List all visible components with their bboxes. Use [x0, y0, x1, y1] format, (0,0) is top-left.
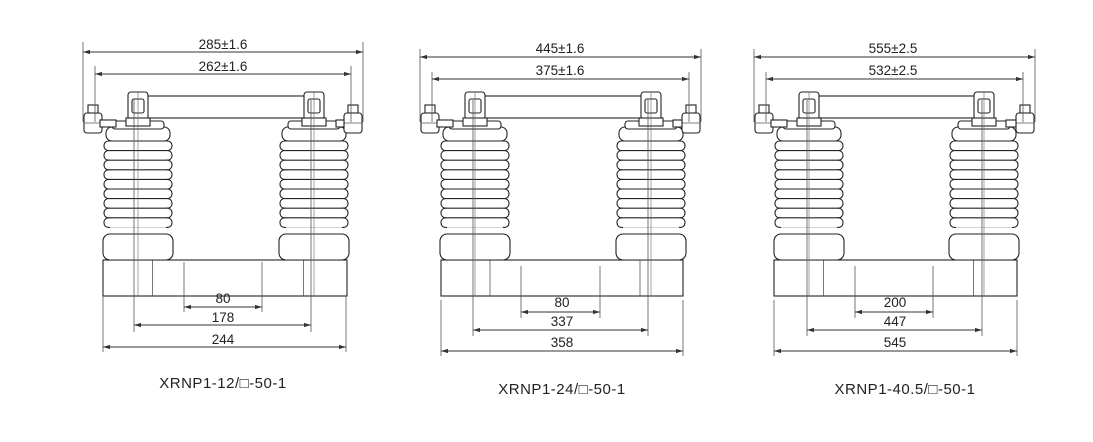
terminal-arm	[436, 119, 454, 128]
fuse-tube	[145, 95, 307, 119]
terminal-arm	[770, 119, 788, 128]
fuse-assembly	[754, 91, 1035, 297]
terminal-nut	[758, 104, 770, 114]
terminal-arm	[1005, 119, 1017, 128]
terminal-nut	[1019, 104, 1031, 114]
base-length-label: 244	[212, 332, 235, 347]
base-length-label: 358	[551, 335, 574, 350]
fuse-assembly	[83, 91, 363, 297]
dimension-tube: 375±1.6	[431, 63, 690, 122]
dimension-inner: 200	[854, 266, 934, 318]
dimension-overall: 555±2.5	[753, 41, 1036, 122]
terminal-nut	[424, 104, 436, 114]
dimension-center: 178	[133, 100, 312, 332]
center-spacing-label: 447	[884, 314, 907, 329]
inner-spacing-label: 200	[884, 295, 907, 310]
dimension-overall: 445±1.6	[419, 41, 702, 122]
center-spacing-label: 178	[212, 310, 235, 325]
model-caption: XRNP1-40.5/□-50-1	[835, 381, 976, 398]
dimension-center: 447	[806, 100, 983, 336]
inner-spacing-label: 80	[554, 295, 569, 310]
overall-length-label: 445±1.6	[536, 41, 585, 56]
terminal-nut	[685, 104, 697, 114]
dimension-center: 337	[472, 100, 649, 336]
terminal-arm	[99, 119, 117, 128]
overall-length-label: 285±1.6	[199, 37, 248, 52]
dimension-base: 545	[773, 300, 1018, 356]
terminal-nut	[347, 104, 359, 114]
center-spacing-label: 337	[551, 314, 574, 329]
dimension-base: 244	[102, 296, 347, 352]
tube-length-label: 375±1.6	[536, 63, 585, 78]
fuse-assembly	[420, 91, 701, 297]
dimension-overall: 285±1.6	[82, 37, 364, 122]
base-plate	[773, 259, 1018, 297]
terminal-nut	[87, 104, 99, 114]
tube-length-label: 262±1.6	[199, 59, 248, 74]
drawing-xrnp1-24: 445±1.6 375±1.6 80 337 358 XRNP1-24/□-50…	[419, 41, 702, 398]
drawing-xrnp1-12: 285±1.6 262±1.6 80 178 244 XRNP1-12/□-50…	[82, 37, 364, 392]
dimension-base: 358	[440, 300, 684, 356]
terminal-arm	[335, 119, 345, 128]
dimension-inner: 80	[183, 262, 263, 312]
model-caption: XRNP1-12/□-50-1	[159, 375, 286, 392]
dimension-tube: 532±2.5	[765, 63, 1024, 122]
drawing-xrnp1-40-5: 555±2.5 532±2.5 200 447 545 XRNP1-40.5/□…	[753, 41, 1036, 398]
terminal-arm	[672, 119, 683, 128]
base-plate	[102, 259, 348, 297]
fuse-tube	[482, 95, 644, 119]
base-plate	[440, 259, 684, 297]
base-length-label: 545	[884, 335, 907, 350]
tube-length-label: 532±2.5	[869, 63, 918, 78]
overall-length-label: 555±2.5	[869, 41, 918, 56]
model-caption: XRNP1-24/□-50-1	[498, 381, 625, 398]
fuse-tube	[816, 95, 977, 119]
dimension-inner: 80	[520, 266, 601, 318]
inner-spacing-label: 80	[215, 291, 230, 306]
dimension-tube: 262±1.6	[94, 59, 352, 122]
